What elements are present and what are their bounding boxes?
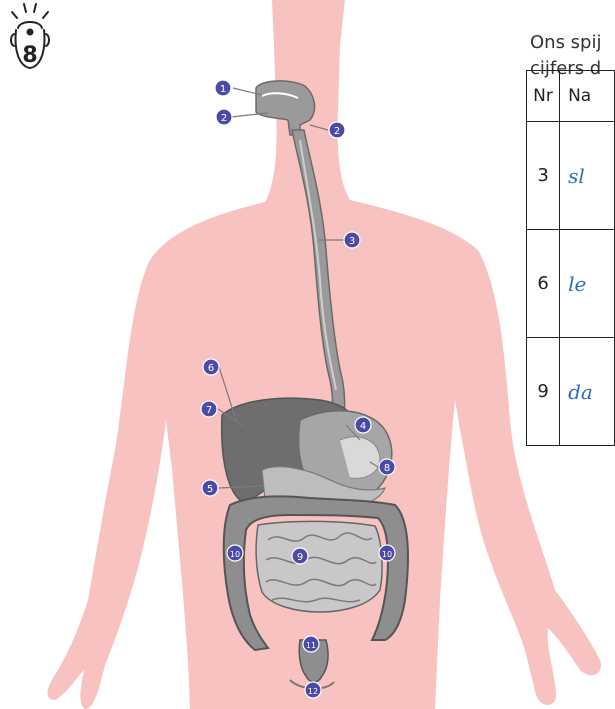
label-badge: 2 — [216, 109, 232, 125]
svg-text:2: 2 — [334, 126, 340, 137]
svg-text:11: 11 — [306, 641, 316, 650]
label-badge: 1 — [215, 80, 231, 96]
svg-text:8: 8 — [384, 463, 390, 474]
instruction-line-1: Ons spij — [530, 30, 615, 56]
svg-text:2: 2 — [221, 113, 227, 124]
svg-text:3: 3 — [349, 236, 355, 247]
task-number-icon: 8 — [0, 0, 70, 74]
svg-text:10: 10 — [230, 550, 240, 559]
table-row: 6 le — [527, 230, 615, 338]
svg-text:10: 10 — [382, 550, 392, 559]
label-badge: 12 — [305, 682, 321, 698]
row-answer[interactable]: sl — [560, 122, 615, 230]
label-badge: 8 — [379, 459, 395, 475]
svg-text:6: 6 — [208, 363, 214, 374]
answer-table: Nr Na 3 sl 6 le 9 da — [526, 70, 615, 446]
svg-text:1: 1 — [220, 84, 226, 95]
row-number: 6 — [527, 230, 560, 338]
table-row: 3 sl — [527, 122, 615, 230]
label-badge: 6 — [203, 359, 219, 375]
svg-text:12: 12 — [308, 687, 318, 696]
svg-text:5: 5 — [207, 484, 213, 495]
label-badge: 9 — [292, 548, 308, 564]
svg-text:9: 9 — [297, 552, 303, 563]
label-badge: 5 — [202, 480, 218, 496]
svg-text:7: 7 — [206, 405, 212, 416]
label-badge: 10 — [379, 545, 395, 561]
row-answer[interactable]: da — [560, 338, 615, 446]
label-badge: 10 — [227, 545, 243, 561]
header-name: Na — [560, 71, 615, 122]
label-badge: 7 — [201, 401, 217, 417]
label-badge: 11 — [303, 636, 319, 652]
table-header-row: Nr Na — [527, 71, 615, 122]
task-number: 8 — [22, 43, 37, 68]
svg-text:4: 4 — [360, 421, 366, 432]
label-badge: 3 — [344, 232, 360, 248]
label-badge: 2 — [329, 122, 345, 138]
row-answer[interactable]: le — [560, 230, 615, 338]
header-nr: Nr — [527, 71, 560, 122]
row-number: 3 — [527, 122, 560, 230]
table-row: 9 da — [527, 338, 615, 446]
row-number: 9 — [527, 338, 560, 446]
label-badge: 4 — [355, 417, 371, 433]
